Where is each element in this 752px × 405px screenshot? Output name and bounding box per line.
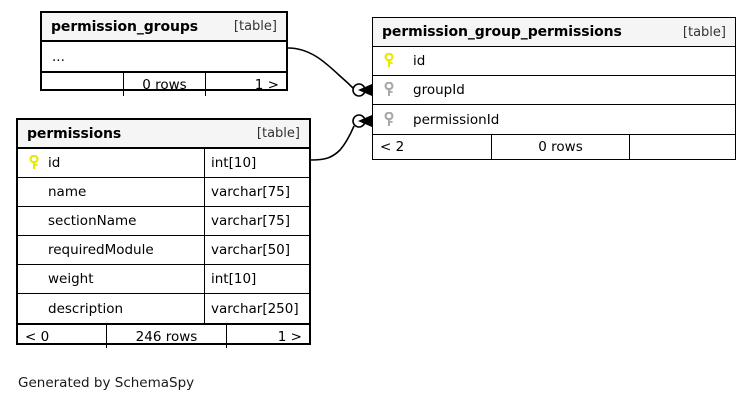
row-count-label: 0 rows: [491, 135, 629, 159]
column-name-cell: ...: [42, 42, 286, 71]
table-row[interactable]: description varchar[250]: [18, 294, 309, 323]
table-row[interactable]: permissionId: [373, 105, 735, 134]
table-type-tag: [table]: [233, 19, 277, 34]
relationship-groups-to-groupid: [287, 47, 376, 97]
table-row[interactable]: groupId: [373, 76, 735, 105]
table-title: permission_groups: [51, 18, 199, 35]
column-name: permissionId: [413, 111, 500, 128]
crowsfoot-many-marker: [358, 84, 372, 96]
prev-page-button[interactable]: < 2: [380, 139, 405, 155]
row-count-label: 246 rows: [106, 325, 226, 348]
relationship-permissions-to-permissionid: [310, 114, 376, 161]
column-name-cell: sectionName: [18, 207, 204, 235]
column-name-cell: groupId: [373, 76, 735, 104]
column-name: id: [48, 155, 61, 171]
table-row[interactable]: id: [373, 47, 735, 76]
table-permissions[interactable]: permissions [table] id int[10] name varc…: [16, 118, 311, 348]
next-page-button[interactable]: 1 >: [205, 73, 286, 96]
table-type-tag: [table]: [256, 126, 300, 141]
table-title: permissions: [27, 125, 122, 142]
column-type: varchar[75]: [204, 207, 309, 235]
column-name-cell: requiredModule: [18, 236, 204, 264]
prev-page-button[interactable]: < 0: [25, 328, 50, 345]
cardinality-zero-circle: [352, 114, 366, 128]
table-row[interactable]: id int[10]: [18, 149, 309, 178]
table-permission-group-permissions[interactable]: permission_group_permissions [table] id: [372, 17, 736, 160]
column-name: sectionName: [48, 213, 137, 229]
column-type: int[10]: [204, 149, 309, 177]
cardinality-zero-circle: [352, 83, 366, 97]
column-name: id: [413, 53, 426, 69]
table-title: permission_group_permissions: [382, 24, 622, 40]
prev-page-button[interactable]: [42, 73, 123, 96]
table-footer: 0 rows 1 >: [42, 71, 286, 96]
row-count-label: 0 rows: [122, 73, 206, 96]
next-page-button[interactable]: [629, 135, 735, 159]
table-row[interactable]: name varchar[75]: [18, 178, 309, 207]
column-name: name: [48, 184, 87, 200]
generated-by-note: Generated by SchemaSpy: [18, 375, 195, 391]
table-footer: < 0 246 rows 1 >: [18, 323, 309, 348]
table-header: permission_groups [table]: [42, 13, 286, 42]
table-permission-groups[interactable]: permission_groups [table] ... 0 rows 1 >: [40, 11, 288, 96]
table-row[interactable]: sectionName varchar[75]: [18, 207, 309, 236]
table-row[interactable]: weight int[10]: [18, 265, 309, 294]
column-type: int[10]: [204, 265, 309, 293]
column-type: varchar[250]: [204, 294, 309, 323]
next-page-button[interactable]: 1 >: [226, 325, 309, 348]
column-name-cell: permissionId: [373, 105, 735, 134]
column-name: weight: [48, 271, 94, 287]
foreign-key-icon: [379, 111, 399, 128]
table-header: permissions [table]: [18, 120, 309, 149]
column-name-cell: description: [18, 294, 204, 323]
column-name: description: [48, 300, 124, 317]
column-name-cell: id: [18, 149, 204, 177]
column-name-cell: name: [18, 178, 204, 206]
column-name-cell: id: [373, 47, 735, 75]
table-row[interactable]: requiredModule varchar[50]: [18, 236, 309, 265]
crowsfoot-many-marker: [358, 115, 372, 127]
column-type: varchar[50]: [204, 236, 309, 264]
column-name: groupId: [413, 82, 465, 98]
table-row[interactable]: ...: [42, 42, 286, 71]
table-header: permission_group_permissions [table]: [373, 18, 735, 47]
column-type: varchar[75]: [204, 178, 309, 206]
table-type-tag: [table]: [682, 24, 726, 40]
column-name: requiredModule: [48, 242, 154, 258]
column-name: ...: [52, 48, 65, 65]
primary-key-icon: [379, 53, 399, 69]
foreign-key-icon: [379, 82, 399, 98]
column-name-cell: weight: [18, 265, 204, 293]
table-footer: < 2 0 rows: [373, 134, 735, 159]
primary-key-icon: [24, 155, 44, 171]
